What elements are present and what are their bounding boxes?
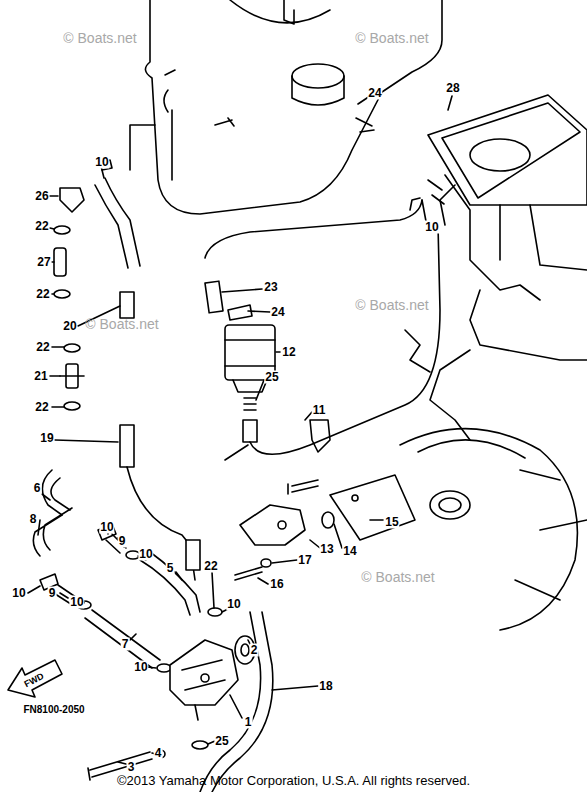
callout-number: 12: [281, 346, 296, 359]
callout-number: 10: [99, 521, 114, 534]
callout-number: 10: [226, 598, 241, 611]
callout-number: 4: [154, 747, 163, 760]
watermark: © Boats.net: [355, 297, 428, 313]
callout-number: 25: [214, 735, 229, 748]
callout-number: 16: [269, 578, 284, 591]
callout-number: 5: [166, 562, 175, 575]
callout-number: 9: [48, 587, 57, 600]
callout-number: 10: [11, 587, 26, 600]
callout-number: 20: [62, 320, 77, 333]
watermark: © Boats.net: [355, 30, 428, 46]
figure-code: FN8100-2050: [23, 704, 84, 715]
callout-number: 22: [203, 560, 218, 573]
callout-number: 2: [250, 644, 259, 657]
callout-number: 22: [35, 341, 50, 354]
callout-number: 22: [34, 401, 49, 414]
callout-number: 13: [319, 543, 334, 556]
callout-number: 22: [35, 288, 50, 301]
callout-number: 9: [118, 535, 127, 548]
copyright-caption: ©2013 Yamaha Motor Corporation, U.S.A. A…: [0, 773, 587, 788]
callout-number: 10: [138, 548, 153, 561]
watermark: © Boats.net: [361, 569, 434, 585]
callout-number: 10: [424, 221, 439, 234]
callout-number: 14: [342, 545, 357, 558]
callout-number: 27: [36, 256, 51, 269]
callout-number: 10: [69, 596, 84, 609]
callout-number: 10: [133, 661, 148, 674]
callout-number: 3: [127, 761, 136, 774]
callout-number: 18: [318, 680, 333, 693]
callout-number: 15: [384, 516, 399, 529]
watermark: © Boats.net: [85, 316, 158, 332]
callout-number: 17: [297, 554, 312, 567]
callout-number: 24: [270, 306, 285, 319]
callout-number: 24: [367, 87, 382, 100]
callout-number: 11: [312, 404, 327, 417]
callout-number: 6: [33, 482, 42, 495]
callout-number: 23: [263, 281, 278, 294]
callout-number: 7: [121, 638, 130, 651]
callout-number: 21: [33, 370, 48, 383]
callout-number: 19: [39, 432, 54, 445]
callout-number: 10: [94, 156, 109, 169]
callout-number: 28: [445, 82, 460, 95]
callout-number: 8: [29, 513, 38, 526]
callout-number: 22: [34, 220, 49, 233]
callout-number: 25: [264, 371, 279, 384]
callout-number: 26: [34, 190, 49, 203]
watermark: © Boats.net: [63, 30, 136, 46]
callout-number: 1: [244, 716, 253, 729]
